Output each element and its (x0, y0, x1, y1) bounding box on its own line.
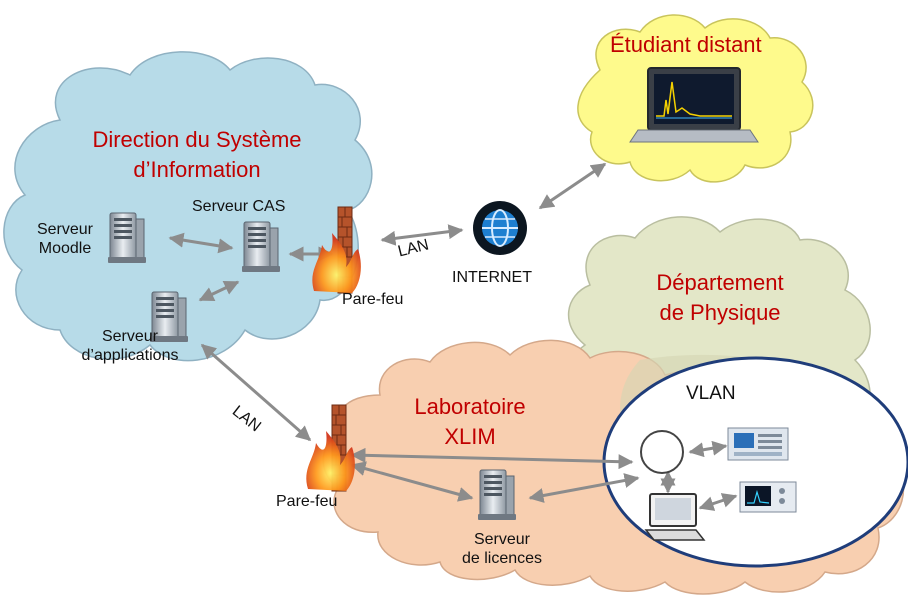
physics-title-line1: Département (656, 270, 784, 295)
dsi-title-line1: Direction du Système (92, 127, 302, 152)
cas-server-label: Serveur CAS (192, 198, 286, 215)
dsi-cloud (3, 51, 373, 362)
hub-icon (640, 430, 684, 474)
link-firewall-internet (380, 224, 464, 246)
instrument-icon (727, 427, 789, 461)
physics-title-line2: de Physique (659, 300, 781, 325)
link-computer-instrument2 (698, 493, 738, 511)
physics-title: Département de Physique (630, 268, 810, 328)
link-moodle-cas (168, 232, 234, 254)
license-label-line1: Serveur (473, 531, 531, 548)
instrument-icon (739, 481, 797, 513)
lab-title: Laboratoire XLIM (395, 392, 545, 452)
moodle-label-line1: Serveur (36, 221, 94, 238)
apps-label-line1: Serveur (101, 328, 159, 345)
server-icon (477, 469, 517, 521)
vlan-title: VLAN (686, 383, 736, 404)
globe-icon (473, 201, 527, 255)
link-hub-instrument1 (688, 440, 728, 458)
apps-label-line2: d’applications (81, 347, 179, 364)
moodle-label-line2: Moodle (38, 240, 92, 257)
license-server-label: Serveur de licences (450, 530, 554, 568)
link-apps-firewall2 (200, 343, 312, 442)
dsi-title: Direction du Système d’Information (62, 125, 332, 185)
server-icon (107, 212, 147, 264)
moodle-server-label: Serveur Moodle (28, 220, 102, 258)
lab-title-line2: XLIM (444, 424, 496, 449)
link-internet-student (538, 162, 607, 210)
student-title: Étudiant distant (610, 32, 762, 57)
lab-title-line1: Laboratoire (414, 394, 526, 419)
laptop-icon (629, 67, 759, 143)
link-firewall2-hub (350, 447, 634, 470)
firewall-bottom-label: Pare-feu (276, 493, 338, 510)
dsi-title-line2: d’Information (133, 157, 261, 182)
license-label-line2: de licences (461, 550, 543, 567)
link-firewall2-license (350, 461, 474, 502)
computer-icon (644, 493, 706, 541)
server-icon (241, 221, 281, 273)
link-license-vlan (528, 473, 640, 503)
internet-label: INTERNET (452, 269, 532, 286)
apps-server-label: Serveur d’applications (66, 327, 194, 365)
firewall-top-label: Pare-feu (342, 291, 404, 308)
link-apps-cas (198, 280, 240, 302)
